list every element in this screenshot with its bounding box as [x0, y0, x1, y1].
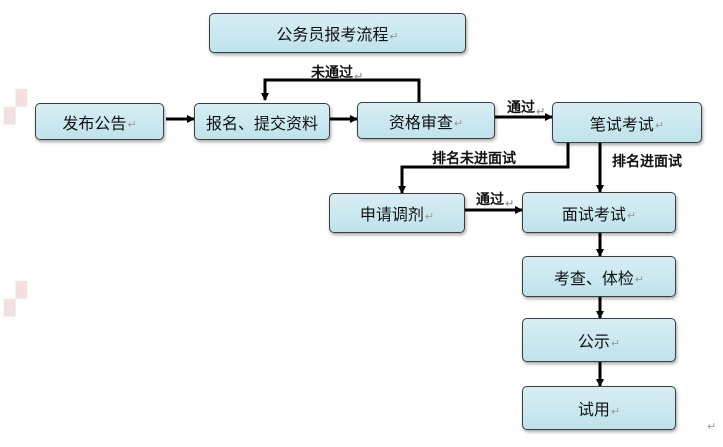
watermark: ▞ — [4, 90, 28, 125]
node-label: 笔试考试 — [589, 114, 654, 134]
edge-label-not-to-interview: 排名未进面试 — [432, 151, 516, 167]
node-label: 试用 — [577, 400, 610, 419]
paragraph-mark: ↵ — [634, 273, 645, 286]
node-register: 报名、提交资料 — [194, 103, 330, 140]
node-label: 考查、体检 — [553, 268, 634, 288]
paragraph-mark: ↵ — [453, 117, 464, 130]
node-review: 资格审查↵ — [357, 102, 495, 139]
page-title: 公务员报考流程 — [276, 25, 389, 44]
paragraph-mark: ↵ — [610, 336, 621, 350]
edge-label-adjust-pass: 通过↵ — [476, 192, 515, 210]
title-box: 公务员报考流程↵ — [209, 13, 466, 53]
edge-label-review-fail: 未通过↵ — [311, 65, 364, 83]
paragraph-mark: ↵ — [610, 404, 621, 418]
node-label: 面试考试 — [561, 204, 626, 224]
node-label: 资格审查 — [388, 112, 453, 132]
paragraph-mark: ↵ — [424, 209, 435, 223]
node-label: 公示 — [577, 332, 610, 351]
arrow-written-adjust — [398, 143, 570, 194]
node-label: 报名、提交资料 — [205, 113, 318, 133]
paragraph-mark: ↵ — [654, 119, 665, 132]
node-publish: 发布公告↵ — [35, 103, 164, 140]
paragraph-mark: ↵ — [354, 70, 364, 83]
watermark: ▞ — [4, 282, 28, 317]
arrow-review-fail-loop — [261, 78, 421, 102]
node-probation: 试用↵ — [522, 386, 676, 430]
paragraph-mark: ↵ — [707, 420, 717, 433]
node-interview: 面试考试↵ — [522, 192, 676, 233]
paragraph-mark: ↵ — [505, 197, 515, 210]
paragraph-mark: ↵ — [626, 209, 637, 222]
node-label: 申请调剂 — [359, 205, 424, 224]
node-check: 考查、体检↵ — [522, 256, 676, 297]
edge-label-review-pass: 通过↵ — [507, 100, 546, 118]
node-label: 发布公告 — [62, 113, 127, 133]
paragraph-mark: ↵ — [536, 105, 546, 118]
node-adjust: 申请调剂↵ — [329, 193, 465, 233]
paragraph-mark: ↵ — [389, 29, 399, 43]
node-written: 笔试考试↵ — [552, 102, 702, 143]
edge-label-to-interview: 排名进面试 — [612, 154, 682, 170]
node-announce: 公示↵ — [522, 318, 676, 362]
paragraph-mark: ↵ — [127, 118, 137, 131]
